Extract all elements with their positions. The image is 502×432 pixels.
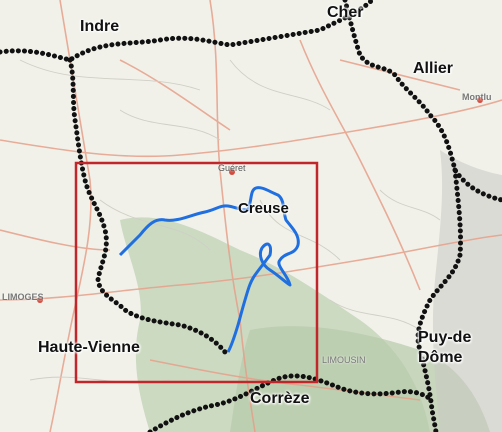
terrain-east-shade — [432, 150, 502, 432]
label-indre: Indre — [80, 18, 120, 35]
label-puy-de-dome: Puy-de Dôme — [418, 329, 472, 366]
route-path[interactable] — [118, 186, 300, 353]
border-north — [0, 0, 375, 63]
town-gueret: Guéret — [218, 163, 246, 173]
label-haute-vienne: Haute-Vienne — [38, 339, 140, 356]
town-markers — [37, 97, 483, 303]
town-montlucon: Montlu — [462, 92, 492, 102]
label-allier: Allier — [413, 60, 454, 77]
label-cher: Cher — [327, 4, 364, 21]
region-limousin: LIMOUSIN — [322, 355, 366, 365]
terrain-highland-south — [230, 326, 490, 432]
town-limoges: LIMOGES — [2, 292, 44, 302]
border-cher-allier — [342, 0, 502, 203]
focus-area-box[interactable] — [74, 161, 319, 384]
border-east — [415, 167, 464, 432]
border-correze — [147, 373, 435, 432]
label-creuse: Creuse — [238, 200, 289, 217]
label-correze: Corrèze — [250, 390, 310, 407]
border-west — [67, 57, 228, 355]
